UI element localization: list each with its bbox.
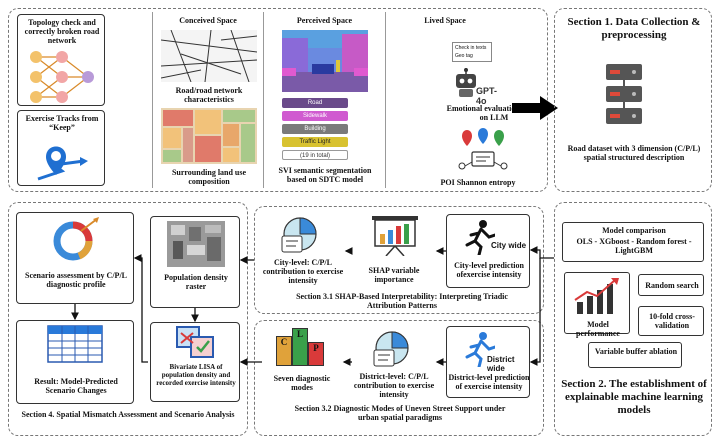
section4-title: Section 4. Spatial Mismatch Assessment a… xyxy=(21,410,235,419)
seg-label-road: Road xyxy=(282,98,348,108)
seg-label-traffic-light: Traffic Light xyxy=(282,137,348,147)
lived-note-2: Geo tag xyxy=(455,53,473,59)
mode-block-p: P xyxy=(308,342,324,366)
density-box: Population density raster xyxy=(150,216,240,308)
section1-title: Section 1. Data Collection & preprocessi… xyxy=(567,16,701,41)
poi-icon xyxy=(458,128,508,170)
density-raster-icon xyxy=(167,221,225,267)
land-use-map xyxy=(161,108,257,164)
road-dataset-text: Road dataset with 3 dimension (C/P/L) sp… xyxy=(567,144,701,162)
database-icon xyxy=(606,64,642,124)
big-right-arrow xyxy=(512,96,558,120)
performance-text: Model performance xyxy=(576,320,620,338)
mode-block-l: L xyxy=(292,328,308,366)
model-performance-box: Model performance xyxy=(564,272,630,338)
section2-frame xyxy=(554,202,712,436)
seg-label-building: Building xyxy=(282,124,348,134)
section1-frame xyxy=(8,8,548,192)
district-contrib-text: District-level: C/P/L contribution to ex… xyxy=(353,372,435,399)
gpt-label: GPT-4o xyxy=(476,86,498,106)
mode-letter-p: P xyxy=(313,343,319,353)
performance-chart-icon xyxy=(574,278,619,314)
random-search-text: Random search xyxy=(645,281,699,290)
svi-caption: SVI semantic segmentation based on SDTC … xyxy=(278,166,372,184)
emotional-text: Emotional evaluation based on LLM xyxy=(446,104,542,122)
topology-panel: Topology check and correctly broken road… xyxy=(17,14,105,106)
city-contrib-text: City-level: C/P/L contribution to exerci… xyxy=(262,258,344,285)
topology-text: Topology check and correctly broken road… xyxy=(24,18,100,45)
lived-column: Lived Space Check in texts Geo tag GPT-4… xyxy=(386,12,541,188)
modes-panel: C L P Seven diagnostic modes xyxy=(262,326,342,398)
section31-title: Section 3.1 SHAP-Based Interpretability:… xyxy=(296,292,508,310)
random-search-box: Random search xyxy=(638,274,704,296)
shap-text: SHAP variable importance xyxy=(368,266,420,284)
perceived-header: Perceived Space xyxy=(296,16,353,25)
presentation-chart-icon xyxy=(372,216,418,256)
seg-label-total: (19 in total) xyxy=(282,150,348,160)
shap-panel: SHAP variable importance xyxy=(352,214,436,288)
land-use-text: Surrounding land use composition xyxy=(171,168,247,186)
gps-track-icon xyxy=(37,146,88,181)
buffer-text: Variable buffer ablation xyxy=(594,347,678,356)
lisa-box: Bivariate LISA of population density and… xyxy=(150,322,240,402)
mode-letter-l: L xyxy=(296,329,303,339)
seg-label-sidewalk: Sidewalk xyxy=(282,111,348,121)
conceived-header: Conceived Space xyxy=(179,16,237,25)
section1-output-frame xyxy=(554,8,712,192)
district-prediction-text: District-level prediction of exercise in… xyxy=(448,373,530,391)
result-box: Result: Model-Predicted Scenario Changes xyxy=(16,320,134,404)
runner-icon xyxy=(465,220,495,255)
district-wide-label: District wide xyxy=(487,355,515,373)
city-prediction-text: City-level prediction ofexercise intensi… xyxy=(454,261,524,279)
exercise-panel: Exercise Tracks from “Keep” xyxy=(17,110,105,186)
model-comparison-text: Model comparison xyxy=(602,226,666,235)
exercise-text: Exercise Tracks from “Keep” xyxy=(25,114,99,132)
district-prediction-box: District wide District-level prediction … xyxy=(446,326,530,398)
cv-box: 10-fold cross-validation xyxy=(638,306,704,336)
district-contrib-panel: District-level: C/P/L contribution to ex… xyxy=(352,326,436,399)
model-comparison-box: Model comparison OLS - XGboost - Random … xyxy=(562,222,704,262)
lived-note-1: Check in texts xyxy=(455,45,487,51)
network-graph-icon xyxy=(30,51,94,103)
conceived-column: Conceived Space Road/road network charac… xyxy=(152,12,264,188)
section4-frame xyxy=(8,202,248,436)
donut-target-icon xyxy=(53,217,99,261)
district-pie-icon xyxy=(373,331,409,367)
poi-text: POI Shannon entropy xyxy=(440,178,516,187)
mode-letter-c: C xyxy=(280,337,288,347)
lived-note-box: Check in texts Geo tag xyxy=(452,42,492,62)
lived-header: Lived Space xyxy=(424,16,466,25)
section2-title: Section 2. The establishment of explaina… xyxy=(561,378,707,416)
result-text: Result: Model-Predicted Scenario Changes xyxy=(34,377,118,395)
segmentation-image xyxy=(282,30,368,92)
lisa-icon xyxy=(176,326,214,358)
city-prediction-box: City wide City-level prediction ofexerci… xyxy=(446,214,530,288)
robot-icon xyxy=(456,68,476,97)
district-runner-icon xyxy=(465,332,495,367)
pie-icon xyxy=(281,217,317,253)
perceived-column: Perceived Space Road Sidewalk Building T… xyxy=(264,12,386,188)
scenario-text: Scenario assessment by C/P/L diagnostic … xyxy=(25,271,127,289)
mode-block-c: C xyxy=(276,336,292,366)
city-wide-label: City wide xyxy=(491,241,527,250)
city-contrib-panel: City-level: C/P/L contribution to exerci… xyxy=(258,212,348,292)
models-list-text: OLS - XGboost - Random forest - LightGBM xyxy=(576,237,692,255)
cv-text: 10-fold cross-validation xyxy=(649,312,695,330)
scenario-box: Scenario assessment by C/P/L diagnostic … xyxy=(16,212,134,304)
road-characteristics-text: Road/road network characteristics xyxy=(175,86,243,104)
road-network-map xyxy=(161,30,257,82)
section32-title: Section 3.2 Diagnostic Modes of Uneven S… xyxy=(294,404,506,422)
lisa-text: Bivariate LISA of population density and… xyxy=(156,363,236,387)
section31-frame xyxy=(254,206,544,314)
density-text: Population density raster xyxy=(164,273,228,291)
result-table-icon xyxy=(47,325,103,363)
modes-text: Seven diagnostic modes xyxy=(273,374,331,392)
buffer-box: Variable buffer ablation xyxy=(588,342,682,368)
section32-frame xyxy=(254,320,544,436)
